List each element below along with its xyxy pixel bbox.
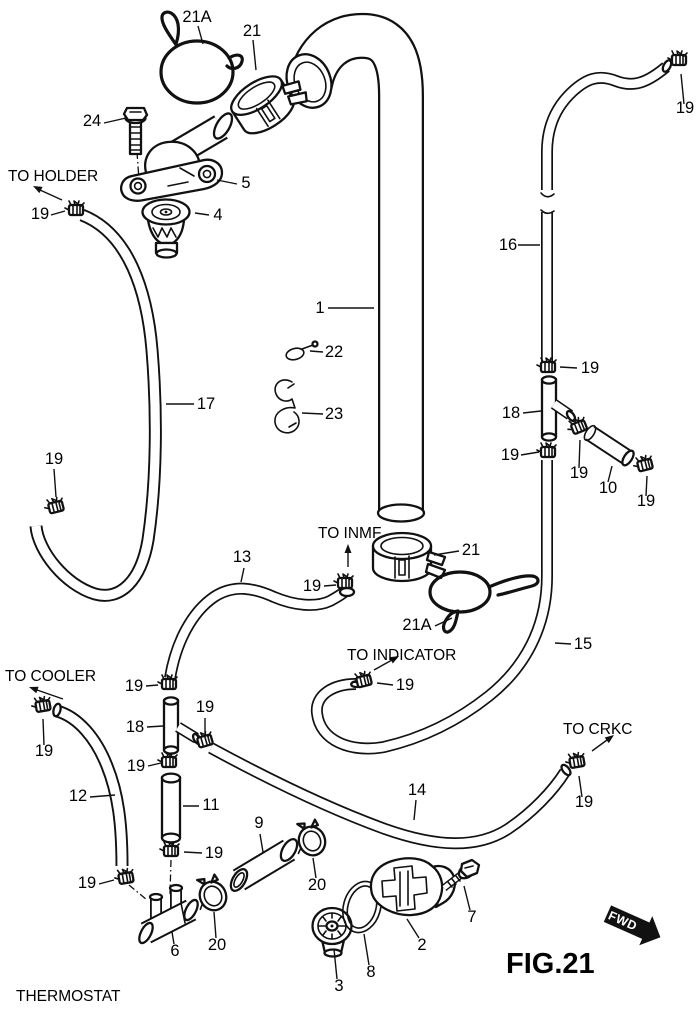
callout-8: 8 [366,963,375,981]
callout-17: 17 [197,395,215,413]
hose-13 [164,582,356,680]
clamp-19-hose15-top [535,441,558,459]
figure-number: FIG.21 [506,948,595,980]
callout-12: 12 [69,787,87,805]
bolt-7 [441,858,481,891]
callout-14: 14 [408,781,426,799]
callout-19-hose14: 19 [196,698,214,716]
callout-19-hose16-btm: 19 [581,359,599,377]
callout-19-hose16-top: 19 [676,99,694,117]
callout-19-hose10: 19 [637,492,655,510]
wire-clip-21A-mid [428,570,540,634]
callout-19-hose17: 19 [45,450,63,468]
band-clamp-21-mid [371,531,447,583]
clamp-19-tube11-bottom [158,840,181,858]
callout-6: 6 [170,942,179,960]
thermostat-case-2 [369,857,456,917]
wire-clip-21A-top [159,10,244,105]
clamp-19-tube11-top [156,751,179,769]
o-ring-8 [342,880,382,934]
thermostat-cap-4 [141,198,191,259]
clamp-19-hose10-end [630,453,656,474]
callout-21-top: 21 [243,22,261,40]
callout-21A-mid: 21A [402,616,431,634]
callout-19-cooler: 19 [35,742,53,760]
three-way-joint-6 [128,859,199,945]
hose-17 [29,208,162,602]
callout-15: 15 [574,635,592,653]
route-to-holder: TO HOLDER [8,168,98,185]
callout-19-inmf: 19 [303,577,321,595]
callout-18-lower: 18 [126,718,144,736]
callout-4: 4 [213,206,222,224]
callout-23: 23 [325,405,343,423]
callout-21A-top: 21A [182,8,211,26]
callout-10: 10 [599,479,617,497]
leader-lines [42,25,685,980]
callout-3: 3 [334,977,343,995]
callout-7: 7 [467,908,476,926]
route-to-cooler: TO COOLER [5,668,96,685]
callout-11: 11 [202,796,219,814]
clip-23 [274,379,300,434]
hose-15 [310,460,553,755]
joint-pipe-18-upper [540,375,577,442]
route-to-inmf: TO INMF [318,525,381,542]
bolt-24 [122,106,149,181]
callout-16: 16 [499,236,517,254]
route-to-crkc: TO CRKC [563,721,632,738]
tube-11 [160,772,182,844]
callout-19-hose15-top: 19 [501,446,519,464]
hose-12 [52,702,129,867]
callout-5: 5 [241,174,250,192]
hose-10 [583,424,635,467]
drawing-title: THERMOSTAT [16,988,121,1005]
hose-14 [208,742,572,850]
route-to-indicator: TO INDICATOR [347,647,456,664]
callout-19-crkc: 19 [575,793,593,811]
callout-2: 2 [417,936,426,954]
routing-arrows [29,186,614,752]
hose-16 [540,59,673,362]
thermostat-cover-5 [120,112,234,202]
clip-22 [285,340,319,361]
clamp-19-inmf [332,572,355,590]
callout-18-upper: 18 [502,404,520,422]
callout-9: 9 [254,814,263,832]
part-callouts: 21A 21 24 19 5 4 1 22 23 17 19 19 16 19 … [31,8,694,995]
callout-19-indicator: 19 [396,676,414,694]
callout-20-left: 20 [208,936,226,954]
callout-13: 13 [233,548,251,566]
clamp-19-hose17-end [41,495,67,516]
callout-19-hose12: 19 [78,874,96,892]
fwd-arrow-icon [603,905,661,946]
thermostat-3 [311,906,353,958]
clamp-19-holder [63,199,86,217]
callout-21-mid: 21 [462,541,480,559]
callout-19-branch: 19 [570,464,588,482]
callout-19-hose13: 19 [125,677,143,695]
callout-20-right: 20 [308,876,326,894]
callout-1: 1 [315,299,324,317]
water-pipe-1 [285,12,426,523]
clamp-19-hose12-bottom [112,866,136,886]
hose-9 [229,837,299,893]
callout-19-tube11-btm: 19 [205,844,223,862]
clamp-19-cooler [29,694,53,714]
clamp-19-hose16-bottom [535,356,558,374]
callout-19-holder: 19 [31,205,49,223]
routing-labels: TO HOLDER TO INMF TO INDICATOR TO COOLER… [5,168,632,738]
fwd-badge: FWD [603,905,661,946]
callout-24: 24 [83,112,101,130]
callout-19-tube11-top: 19 [127,757,145,775]
callout-22: 22 [325,343,343,361]
